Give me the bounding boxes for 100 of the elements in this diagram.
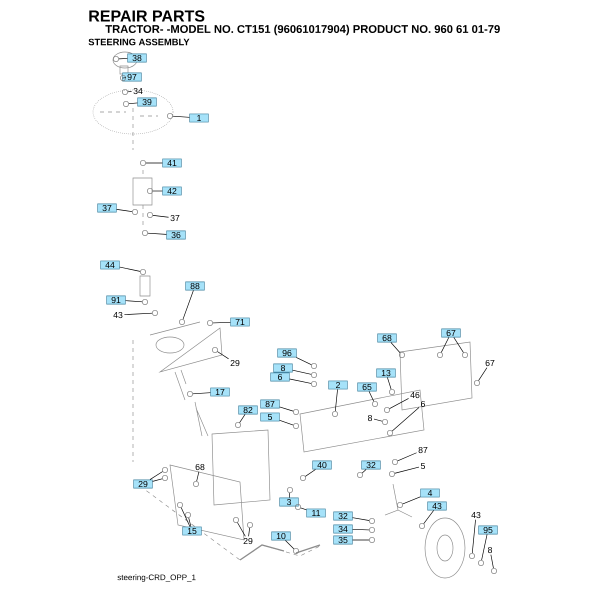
callout-number-box: 36 bbox=[166, 230, 186, 240]
subtitle: TRACTOR- -MODEL NO. CT151 (96061017904) PRODUCT NO. 960 61 01-79 bbox=[105, 24, 500, 36]
callout-number-box: 40 bbox=[312, 460, 332, 470]
leader-line bbox=[352, 529, 370, 530]
callout-number: 43 bbox=[113, 312, 122, 318]
callout-number: 87 bbox=[418, 446, 428, 454]
callout-number: 29 bbox=[230, 360, 240, 366]
callout-number-box: 17 bbox=[210, 388, 230, 396]
callout-number-box: 68 bbox=[377, 334, 397, 342]
callout-number-box: 71 bbox=[230, 318, 250, 326]
leader-line bbox=[150, 471, 163, 480]
callout-number: 67 bbox=[486, 360, 494, 366]
callout-number-box: 97 bbox=[122, 72, 142, 82]
leader-line bbox=[362, 469, 366, 474]
leader-line bbox=[296, 357, 312, 366]
callout-number: 34 bbox=[134, 88, 143, 94]
callout-number-box: 96 bbox=[277, 348, 297, 358]
leader-line bbox=[374, 418, 382, 422]
drawing-reference: steering-CRD_OPP_1 bbox=[118, 574, 196, 582]
callout-number-box: 4 bbox=[420, 488, 440, 498]
leader-line bbox=[152, 190, 163, 192]
callout-number-box: 95 bbox=[478, 526, 498, 534]
callout-number-box: 1 bbox=[189, 114, 209, 122]
callout-number: 43 bbox=[471, 512, 480, 518]
leader-line bbox=[334, 389, 338, 412]
section-heading: STEERING ASSEMBLY bbox=[88, 38, 190, 46]
callout-number-box: 32 bbox=[361, 460, 381, 470]
leader-line bbox=[248, 528, 250, 537]
leader-line bbox=[125, 300, 142, 302]
leader-line bbox=[217, 351, 229, 360]
callout-number: 37 bbox=[170, 214, 180, 222]
leader-line bbox=[146, 162, 163, 164]
callout-number-box: 11 bbox=[306, 508, 326, 518]
callout-number-box: 2 bbox=[328, 380, 348, 390]
leader-line bbox=[128, 102, 138, 104]
leader-line bbox=[390, 342, 400, 354]
callout-number-box: 5 bbox=[260, 412, 280, 422]
callout-number-box: 3 bbox=[279, 498, 299, 506]
callout-number-box: 65 bbox=[357, 382, 377, 392]
leader-line bbox=[152, 478, 162, 482]
leader-line bbox=[148, 232, 167, 235]
leader-line bbox=[292, 370, 312, 375]
leader-line bbox=[180, 507, 190, 527]
callout-number-box: 91 bbox=[106, 296, 126, 304]
leader-line bbox=[192, 392, 211, 394]
leader-line bbox=[279, 420, 294, 426]
callout-number-box: 29 bbox=[133, 480, 153, 488]
leader-line bbox=[490, 554, 494, 568]
leader-line bbox=[472, 519, 476, 554]
callout-number-box: 88 bbox=[185, 282, 205, 290]
callout-number-box: 37 bbox=[97, 204, 117, 212]
callout-number-box: 41 bbox=[162, 158, 182, 168]
leader-line bbox=[237, 522, 246, 537]
leader-line bbox=[289, 378, 312, 384]
leader-line bbox=[182, 290, 194, 320]
callout-number-box: 67 bbox=[441, 328, 461, 338]
callout-number: 8 bbox=[368, 414, 372, 422]
callout-number-box: 39 bbox=[137, 98, 157, 106]
leader-line bbox=[188, 518, 192, 527]
leader-line bbox=[394, 466, 420, 474]
leader-line bbox=[441, 337, 450, 353]
leader-line bbox=[392, 407, 420, 432]
callout-number-box: 8 bbox=[273, 364, 293, 372]
leader-line bbox=[352, 517, 370, 521]
leader-line bbox=[368, 391, 374, 402]
callout-number-box: 13 bbox=[376, 368, 396, 378]
leader-line bbox=[387, 377, 392, 390]
callout-number-box: 44 bbox=[100, 260, 120, 270]
leader-line bbox=[119, 266, 140, 272]
callout-number-box: 87 bbox=[260, 400, 280, 408]
leader-line bbox=[481, 534, 488, 560]
leader-line bbox=[118, 58, 128, 60]
callout-number-box: 38 bbox=[127, 54, 147, 62]
leader-line bbox=[478, 367, 488, 381]
leader-line bbox=[122, 77, 126, 78]
callout-number-box: 15 bbox=[182, 526, 202, 536]
callout-number-box: 32 bbox=[333, 512, 353, 520]
leader-line bbox=[279, 406, 294, 412]
leader-line bbox=[289, 492, 290, 498]
leader-line bbox=[172, 116, 190, 118]
callout-number-box: 34 bbox=[333, 524, 353, 534]
leader-line bbox=[423, 510, 434, 524]
callout-number: 8 bbox=[488, 546, 492, 554]
leader-line bbox=[397, 452, 417, 462]
leader-line bbox=[124, 312, 152, 315]
leader-line bbox=[305, 469, 316, 477]
callout-number: 5 bbox=[420, 462, 426, 470]
leader-line bbox=[239, 414, 246, 423]
callout-number: 46 bbox=[410, 392, 420, 398]
callout-number: 6 bbox=[421, 400, 426, 408]
leader-line bbox=[196, 471, 200, 482]
leader-line bbox=[300, 508, 307, 510]
callout-number-box: 35 bbox=[333, 536, 353, 544]
leader-line bbox=[389, 398, 409, 409]
title: REPAIR PARTS bbox=[89, 10, 204, 22]
callout-number: 29 bbox=[244, 538, 252, 544]
callout-number-box: 6 bbox=[270, 372, 290, 382]
callout-number: 68 bbox=[196, 464, 204, 470]
leader-line bbox=[152, 215, 169, 218]
callout-number-box: 42 bbox=[162, 186, 182, 196]
